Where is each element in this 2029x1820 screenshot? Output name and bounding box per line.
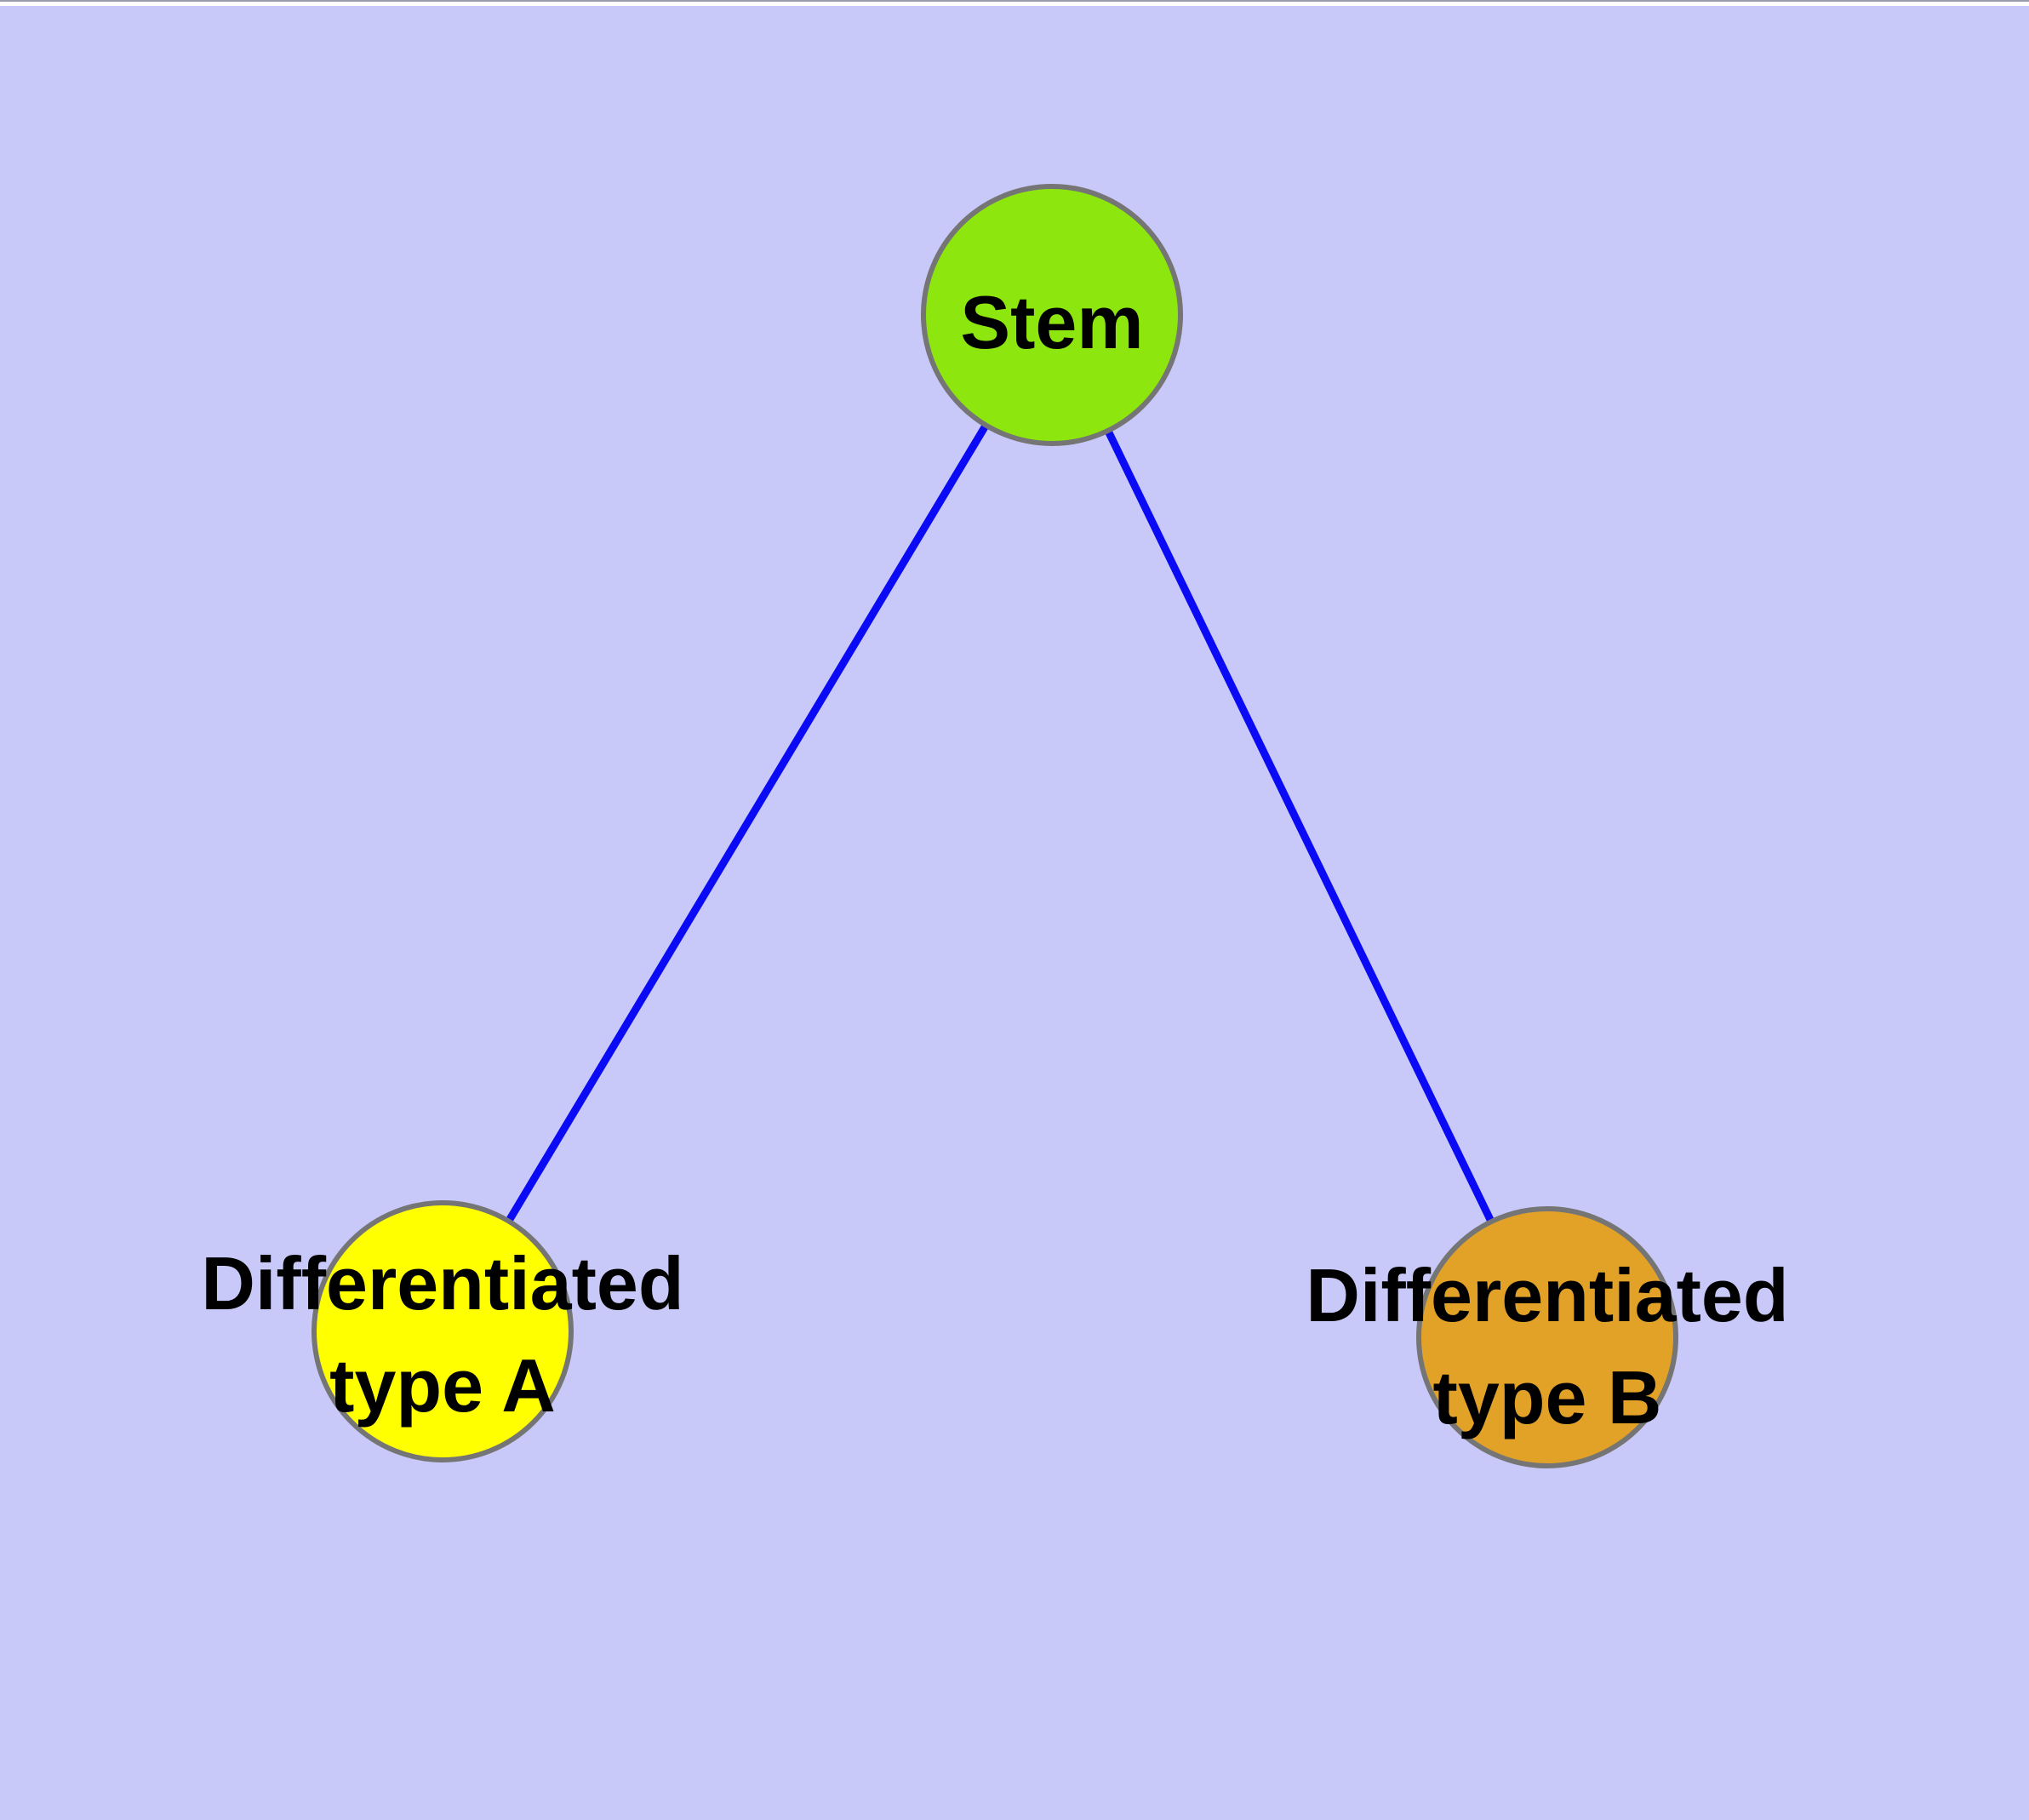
node-label-stem: Stem: [960, 280, 1143, 364]
node-label-differentiated-type-a: Differentiated type A: [201, 1241, 683, 1428]
node-label-differentiated-type-b: Differentiated type B: [1306, 1253, 1788, 1439]
node-differentiated-type-b: [1416, 1206, 1678, 1468]
node-stem: [921, 184, 1183, 446]
node-label-differentiated-type-a-line-2: type A: [329, 1343, 556, 1428]
edge-stem-to-differentiated-type-b: [1048, 313, 1552, 1339]
node-label-differentiated-type-b-line-1: Differentiated: [1306, 1253, 1788, 1337]
node-label-differentiated-type-a-line-1: Differentiated: [201, 1241, 683, 1325]
node-label-differentiated-type-b-line-2: type B: [1433, 1355, 1662, 1439]
node-label-stem-line-1: Stem: [960, 280, 1143, 364]
edge-stem-to-differentiated-type-a: [439, 312, 1055, 1334]
window-top-edge: [0, 0, 2029, 6]
node-differentiated-type-a: [311, 1200, 574, 1462]
